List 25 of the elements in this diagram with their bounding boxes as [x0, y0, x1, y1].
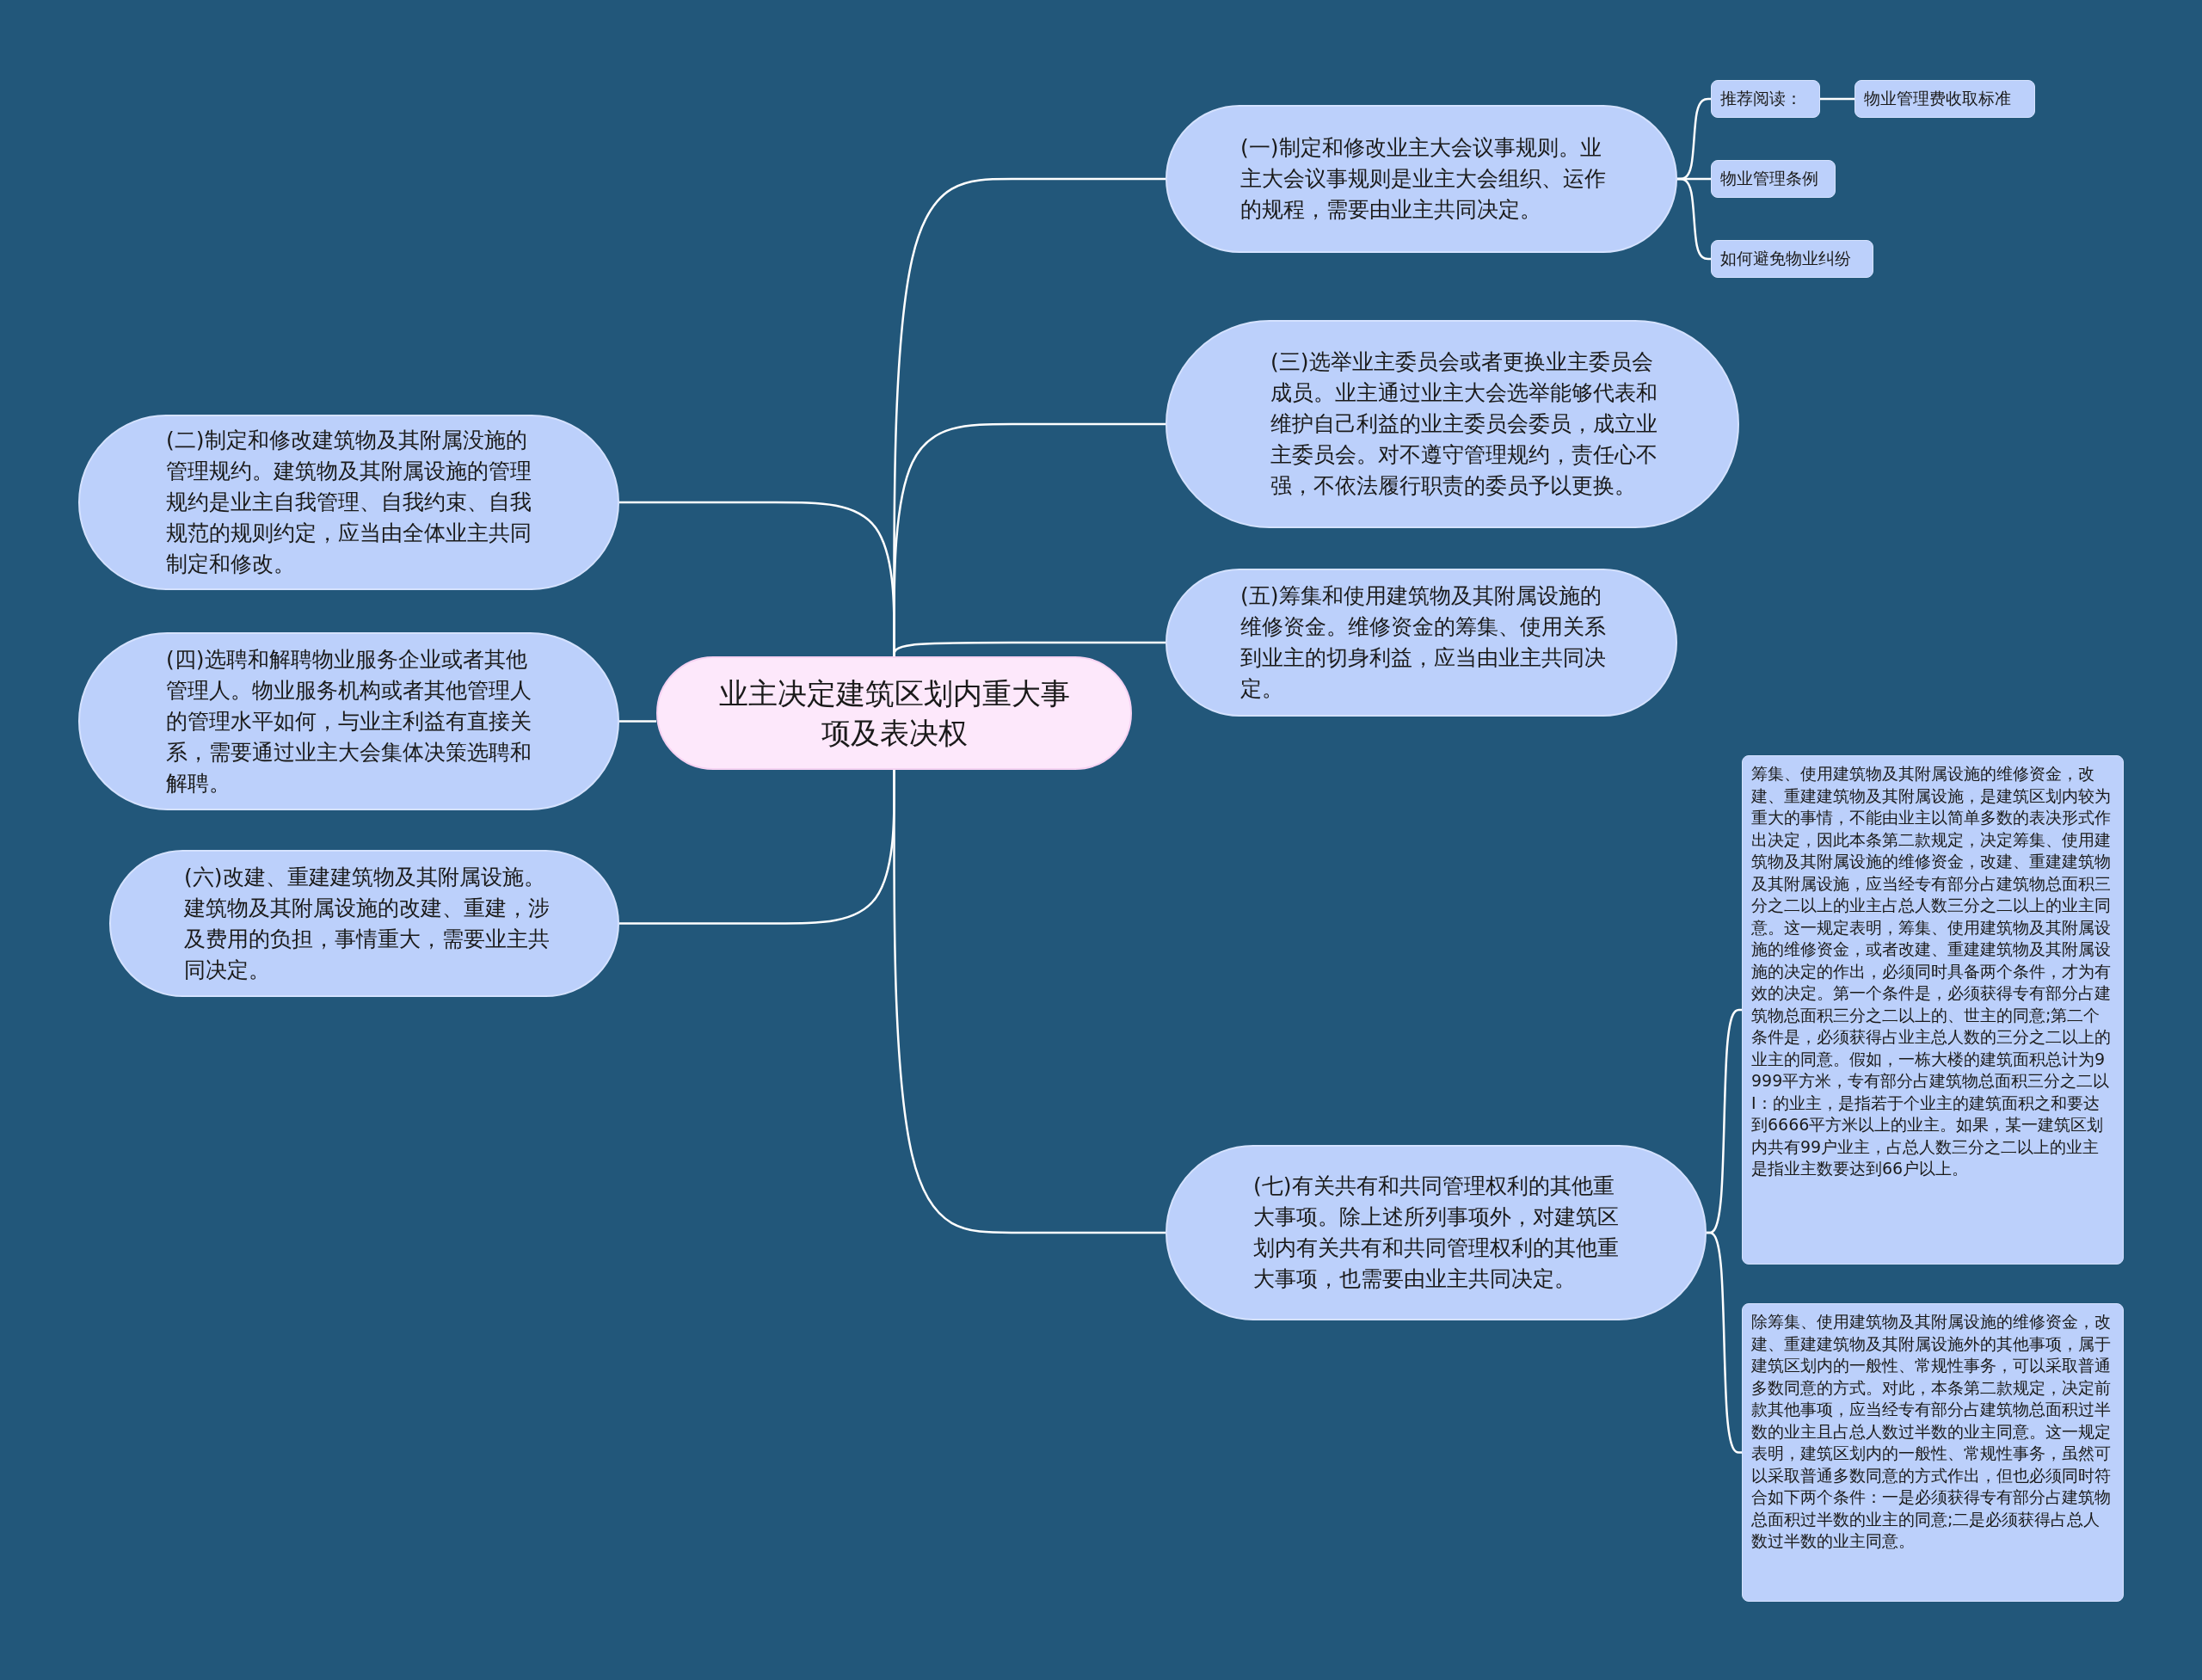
link-tag [1711, 160, 1836, 198]
node-text: 物业管理费收取标准 [1864, 88, 2011, 109]
connector-line [1707, 1231, 1742, 1454]
node-text: 物业管理条例 [1720, 168, 1818, 189]
node-text: (二)制定和修改建筑物及其附属没施的管理规约。建筑物及其附属设施的管理规约是业主自我管理、自我约束、自我规范的规则约定，应当由全体业主共同制定和修改。 [166, 427, 532, 578]
node-text: (一)制定和修改业主大会议事规则。业主大会议事规则是业主大会组织、运作的规程，需要由业主共同决定。 [1240, 134, 1607, 224]
node-text: (三)选举业主委员会或者更换业主委员会成员。业主通过业主大会选举能够代表和维护自己利益的业主委员会委员，成立业主委员会。对不遵守管理规约，责任心不强，不依法履行职责的委员予以更换。 [1270, 348, 1658, 500]
node-text: 推荐阅读： [1720, 88, 1802, 109]
node-text: (四)选聘和解聘物业服务企业或者其他管理人。物业服务机构或者其他管理人的管理水平如何，与业主利益有直接关系，需要通过业主大会集体决策选聘和解聘。 [166, 645, 532, 797]
node-text: (六)改建、重建建筑物及其附属设施。建筑物及其附属设施的改建、重建，涉及费用的负担，事情重大，需要业主共同决定。 [184, 863, 550, 984]
link-tag [1854, 80, 2035, 118]
connector-line [619, 720, 656, 723]
node-text: 如何避免物业纠纷 [1720, 248, 1851, 269]
node-text: (五)筹集和使用建筑物及其附属设施的维修资金。维修资金的筹集、使用关系到业主的切身利益，应当由业主共同决定。 [1240, 582, 1607, 703]
node-text: 除筹集、使用建筑物及其附属设施的维修资金，改建、重建建筑物及其附属设施外的其他事项，属于建筑区划内的一般性、常规性事务，可以采取普通多数同意的方式。对此，本条第二款规定，决定前款其他事项，应当经专有部分占建筑物总面积过半数的业主且占总人数过半数的业主同意。这一规定表明，建筑区划内的一般性、常规性事务，虽然可以采取普通多数同意的方式作出，但也必须同时符合如下两个条件：一是必须获得专有部分占建筑物总面积过半数的业主的同意;二是必须获得占总人数过半数的业主同意。 [1751, 1311, 2112, 1552]
link-tag [1711, 240, 1873, 278]
connector-line [1820, 97, 1854, 101]
node-text: 筹集、使用建筑物及其附属设施的维修资金，改建、重建建筑物及其附属设施，是建筑区划内较为重大的事情，不能由业主以简单多数的表决形式作出决定，因此本条第二款规定，决定筹集、使用建筑物及其附属设施的维修资金，改建、重建建筑物及其附属设施，应当经专有部分占建筑物总面积三分之二以上的业主占总人数三分之二以上的业主同意。这一规定表明，筹集、使用建筑物及其附属设施的维修资金，或者改建、重建建筑物及其附属设施的决定的作出，必须同时具备两个条件，才为有效的决定。第一个条件是，必须获得专有部分占建筑物总面积三分之二以上的、世主的同意;第二个条件是，必须获得占业主总人数的三分之二以上的业主的同意。假如，一栋大楼的建筑面积总计为9999平方米，专有部分占建筑物总面积三分之二以I：的业主，是指若于个业主的建筑面积之和要达到6666平方米以上的业主。如果，某一建筑区划内共有99户业主，占总人数三分之二以上的业主是指业主数要达到66户以上。 [1751, 763, 2112, 1179]
connector-line [619, 768, 895, 925]
note-card [1742, 755, 2124, 1265]
connector-line [1677, 177, 1711, 261]
node-text: (七)有关共有和共同管理权利的其他重大事项。除上述所列事项外，对建筑区划内有关共有和共同管理权利的其他重大事项，也需要由业主共同决定。 [1253, 1172, 1620, 1293]
node-text: 业主决定建筑区划内重大事项及表决权 [717, 675, 1071, 752]
note-card [1742, 1303, 2124, 1602]
link-tag [1711, 80, 1820, 118]
